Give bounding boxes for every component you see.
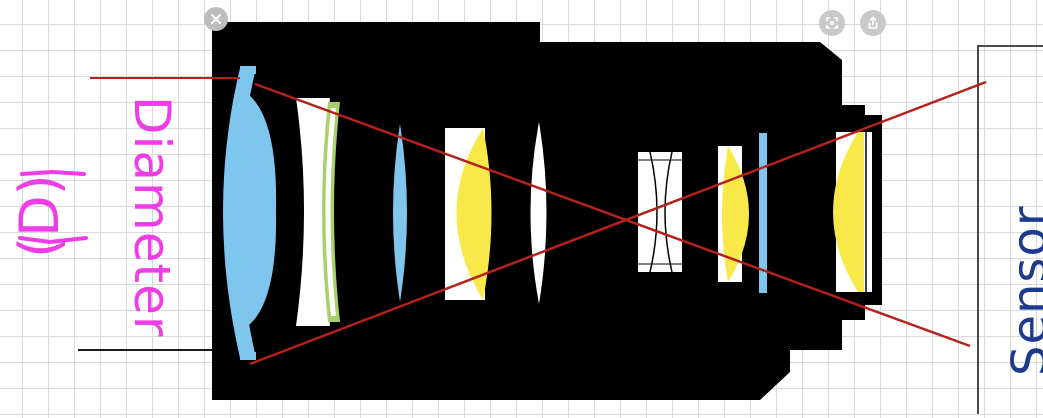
lens-search-icon <box>825 16 839 30</box>
share-icon <box>866 16 880 30</box>
front-element-tab-bottom <box>240 352 256 360</box>
sensor-label: Sensor <box>1002 205 1043 376</box>
lens-search-button[interactable] <box>819 10 845 36</box>
diameter-label: Diameter <box>123 96 181 337</box>
front-element-tab-top <box>240 66 256 74</box>
close-button[interactable] <box>204 7 228 31</box>
share-button[interactable] <box>860 10 886 36</box>
diameter-symbol: (D) <box>8 174 71 258</box>
close-icon <box>209 12 223 26</box>
